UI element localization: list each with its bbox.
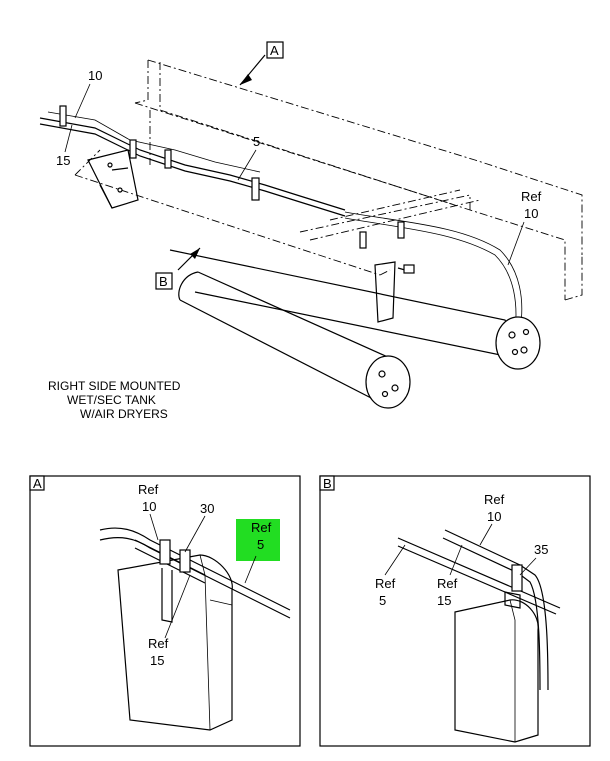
detail-a-ref5-num: 5	[257, 537, 264, 552]
detail-b-tube-ref15	[444, 529, 521, 566]
detail-b-tube-ref5	[397, 537, 561, 609]
detail-a-tag: A	[33, 476, 42, 491]
callout-ref-10-leader	[507, 221, 525, 266]
detail-a-ref15-num: 15	[150, 653, 164, 668]
callout-5: 5	[253, 134, 260, 149]
detail-b-ref15-ref: Ref	[437, 576, 458, 591]
detail-a-tag-box	[29, 475, 45, 491]
main-assembly-view: A B 10 15 5 Ref 10 RIGHT SIDE MOUNTED WE…	[39, 41, 583, 421]
callout-5-leader	[237, 149, 257, 181]
caption-line-1: RIGHT SIDE MOUNTED	[48, 379, 181, 393]
detail-a-border	[29, 475, 301, 747]
detail-a-ref10-ref: Ref	[138, 482, 159, 497]
detail-a-ref15-ref: Ref	[148, 636, 169, 651]
detail-a-clip-30	[179, 549, 191, 573]
callout-15-leader	[64, 124, 73, 153]
detail-b-clamp-35	[511, 564, 523, 592]
detail-a-strap	[161, 568, 173, 623]
detail-a-bracket	[117, 554, 233, 731]
detail-view-b: B Ref 10 35 Ref 5 Ref 15	[319, 475, 591, 747]
detail-b-ref15-num: 15	[437, 593, 451, 608]
mounting-bracket	[87, 149, 139, 209]
callout-ref-10: 10	[524, 206, 538, 221]
detail-a-ref5-ref: Ref	[251, 520, 272, 535]
frame-rail	[74, 59, 583, 301]
caption-line-2: WET/SEC TANK	[67, 393, 156, 407]
detail-view-a: A Ref 10 30 Ref 5 Ref 15	[29, 475, 301, 747]
detail-b-tag: B	[323, 476, 332, 491]
view-a-tag-box	[266, 41, 284, 59]
detail-b-ref10-ref: Ref	[484, 492, 505, 507]
air-tank-front	[178, 271, 411, 409]
detail-b-ref5-num: 5	[379, 593, 386, 608]
caption-line-3: W/AIR DRYERS	[80, 407, 168, 421]
detail-b-border	[319, 475, 591, 747]
view-a-tag: A	[270, 43, 279, 58]
air-tank-rear	[169, 249, 541, 370]
detail-a-clamp	[159, 539, 171, 565]
callout-ref: Ref	[521, 189, 542, 204]
view-b-arrowhead	[190, 248, 200, 259]
callout-15: 15	[56, 153, 70, 168]
callout-10-leader	[74, 83, 91, 119]
detail-b-clip	[504, 591, 521, 609]
detail-b-ref5-ref: Ref	[375, 576, 396, 591]
detail-a-tube-ref10	[99, 527, 291, 611]
view-a-arrowhead	[240, 74, 252, 85]
callout-10: 10	[88, 68, 102, 83]
detail-a-ref10-num: 10	[142, 499, 156, 514]
detail-a-highlight-box	[236, 519, 280, 561]
detail-b-item-35: 35	[534, 542, 548, 557]
view-b-tag: B	[159, 274, 168, 289]
view-b-tag-box	[155, 272, 173, 290]
air-lines	[39, 105, 523, 333]
detail-b-tag-box	[319, 475, 335, 491]
tank-strap	[374, 261, 415, 323]
detail-b-ref10-num: 10	[487, 509, 501, 524]
detail-b-bracket	[454, 599, 539, 743]
detail-a-item-30: 30	[200, 501, 214, 516]
